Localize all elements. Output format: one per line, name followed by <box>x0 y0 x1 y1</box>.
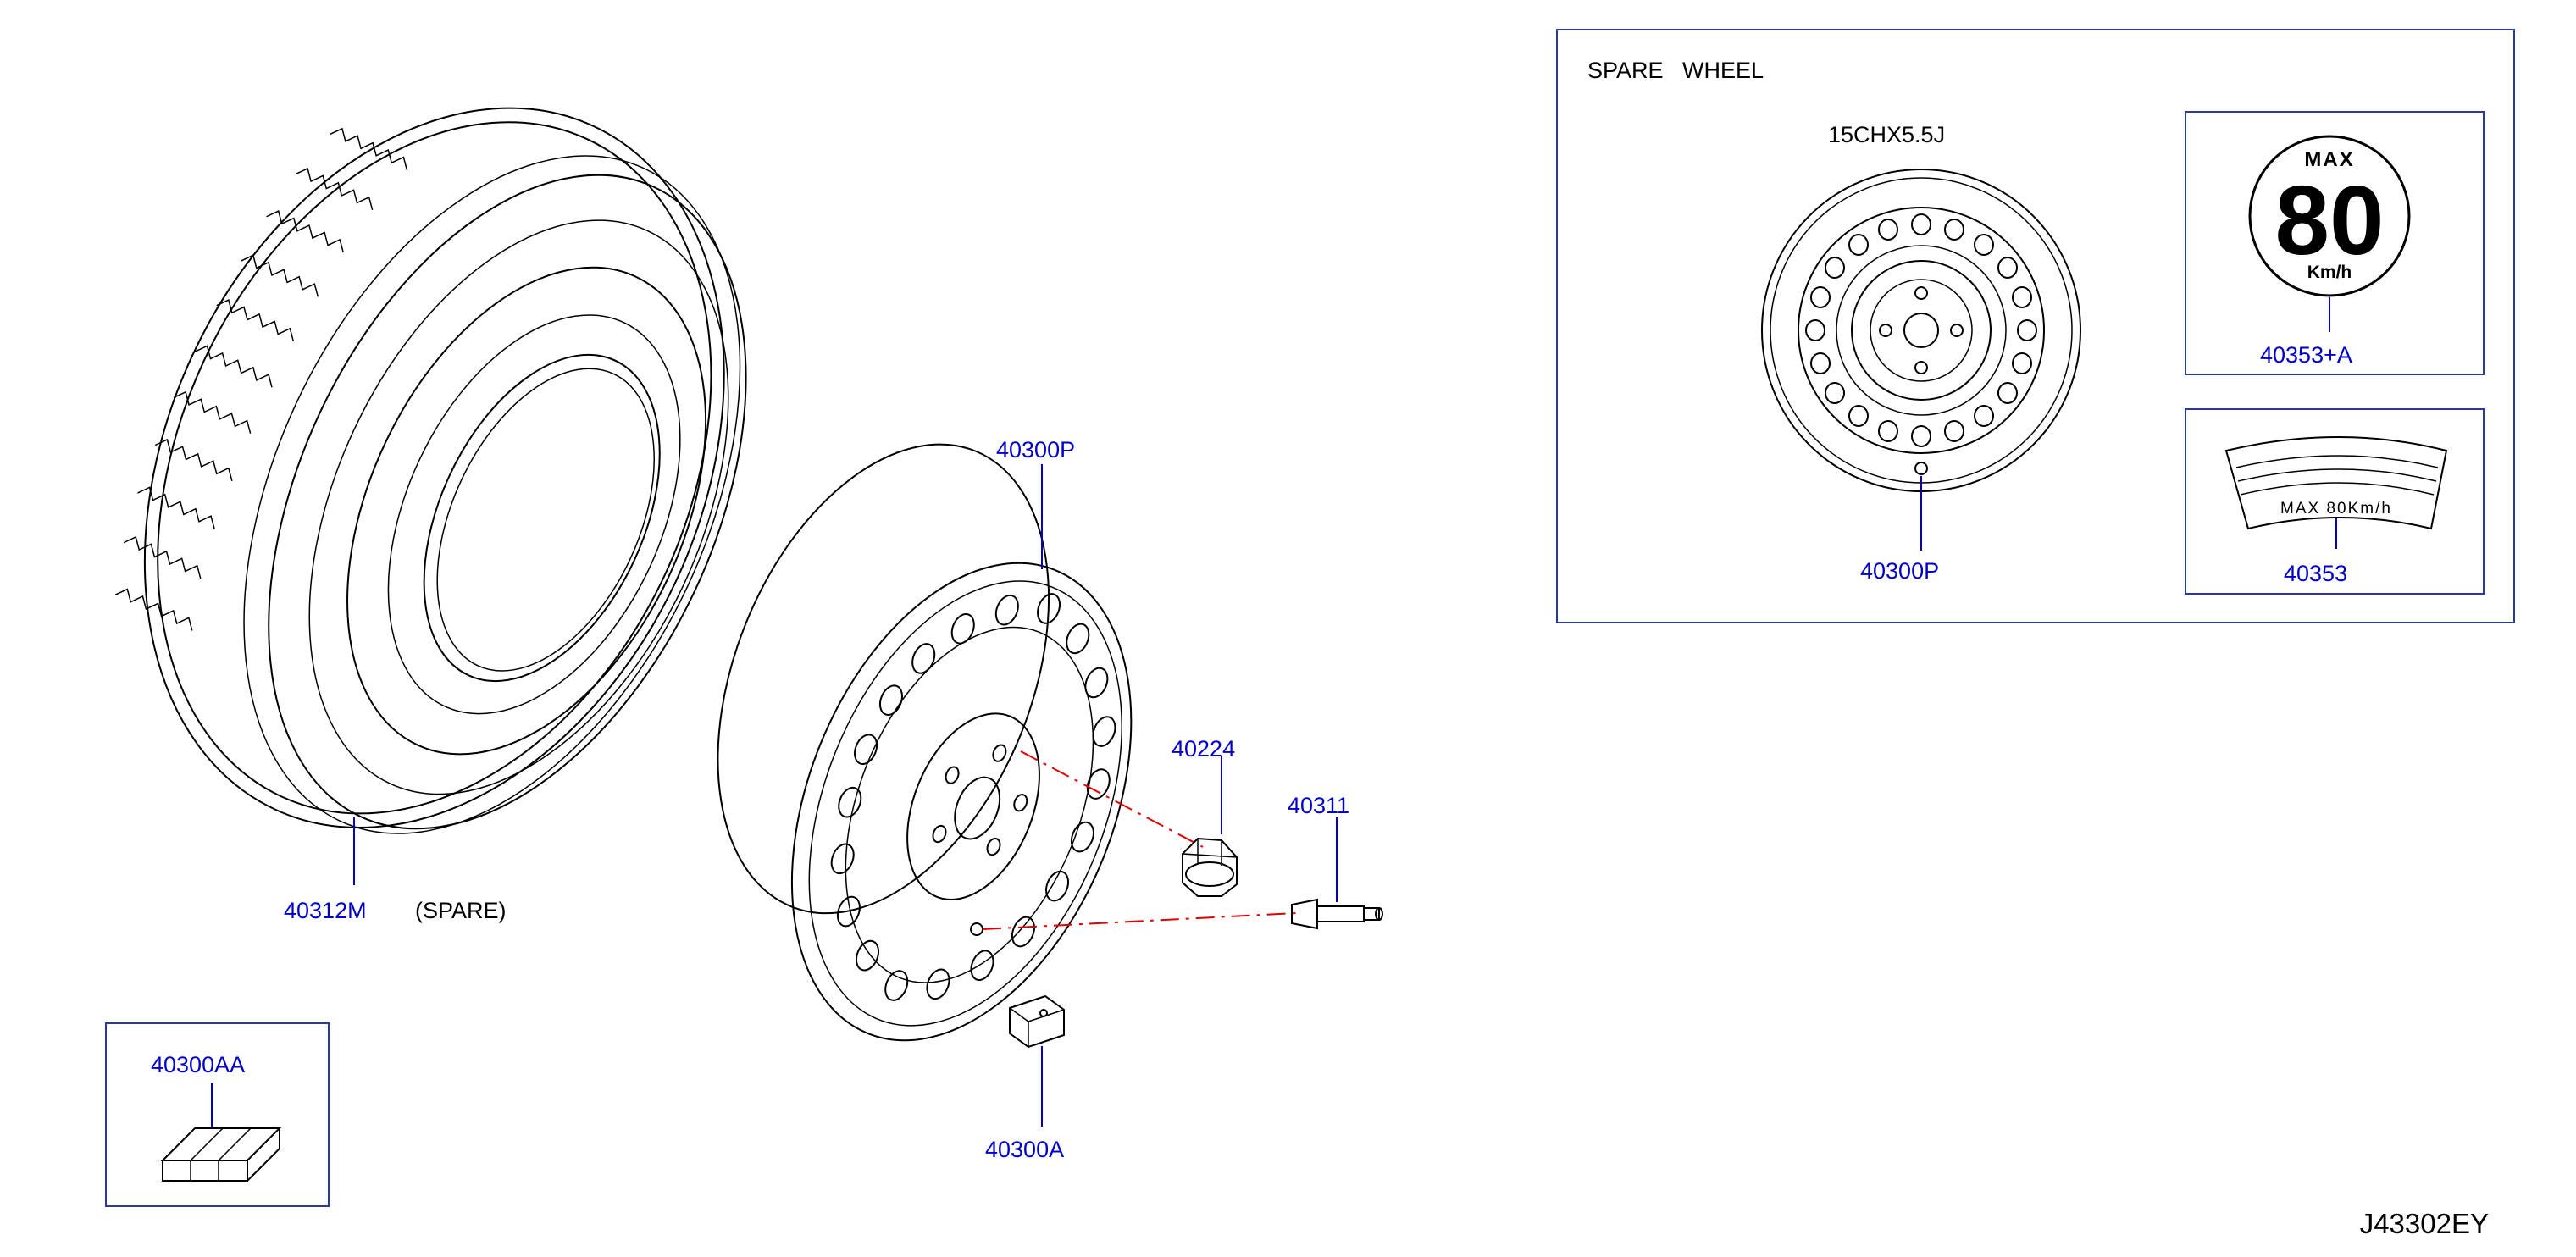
tire-spare-note: (SPARE) <box>415 898 507 923</box>
weight-set-frame <box>105 1022 330 1207</box>
wheel-part-number[interactable]: 40300P <box>996 437 1075 462</box>
speed-label-value: 80 <box>2274 165 2384 275</box>
spare-wheel-inset-frame <box>1556 29 2515 623</box>
weight-set-drawing <box>160 1127 282 1182</box>
valve-drawing <box>1291 898 1383 930</box>
sticker-drawing <box>2224 436 2448 530</box>
valve-centerline <box>982 912 1297 930</box>
inset-title: SPARE WHEEL <box>1587 58 1764 83</box>
tire-drawing <box>114 107 747 834</box>
valve-part-number[interactable]: 40311 <box>1288 793 1349 818</box>
inset-wheel-size: 15CHX5.5J <box>1828 122 1945 147</box>
speed-label-part-number[interactable]: 40353+A <box>2260 342 2352 368</box>
inset-wheel-part-number[interactable]: 40300P <box>1860 558 1939 584</box>
weight-part-number[interactable]: 40300A <box>985 1137 1064 1162</box>
tire-part-number[interactable]: 40312M <box>284 898 367 923</box>
speed-label-max-text: MAX <box>2304 148 2354 171</box>
nut-part-number[interactable]: 40224 <box>1172 736 1235 761</box>
sticker-frame <box>2185 408 2485 595</box>
speed-label-disc <box>2248 135 2411 297</box>
sticker-part-number[interactable]: 40353 <box>2284 561 2347 586</box>
speed-label-frame <box>2185 111 2485 375</box>
sticker-text: MAX 80Km/h <box>2280 500 2392 518</box>
wheel-drawing <box>717 443 1133 1042</box>
speed-label-unit: Km/h <box>2307 263 2352 282</box>
diagram-code: J43302EY <box>2360 1208 2489 1239</box>
weight-set-part-number[interactable]: 40300AA <box>151 1052 245 1077</box>
nut-drawing <box>1182 837 1238 897</box>
weight-drawing <box>1009 994 1065 1049</box>
inset-wheel-drawing <box>1761 169 2081 492</box>
